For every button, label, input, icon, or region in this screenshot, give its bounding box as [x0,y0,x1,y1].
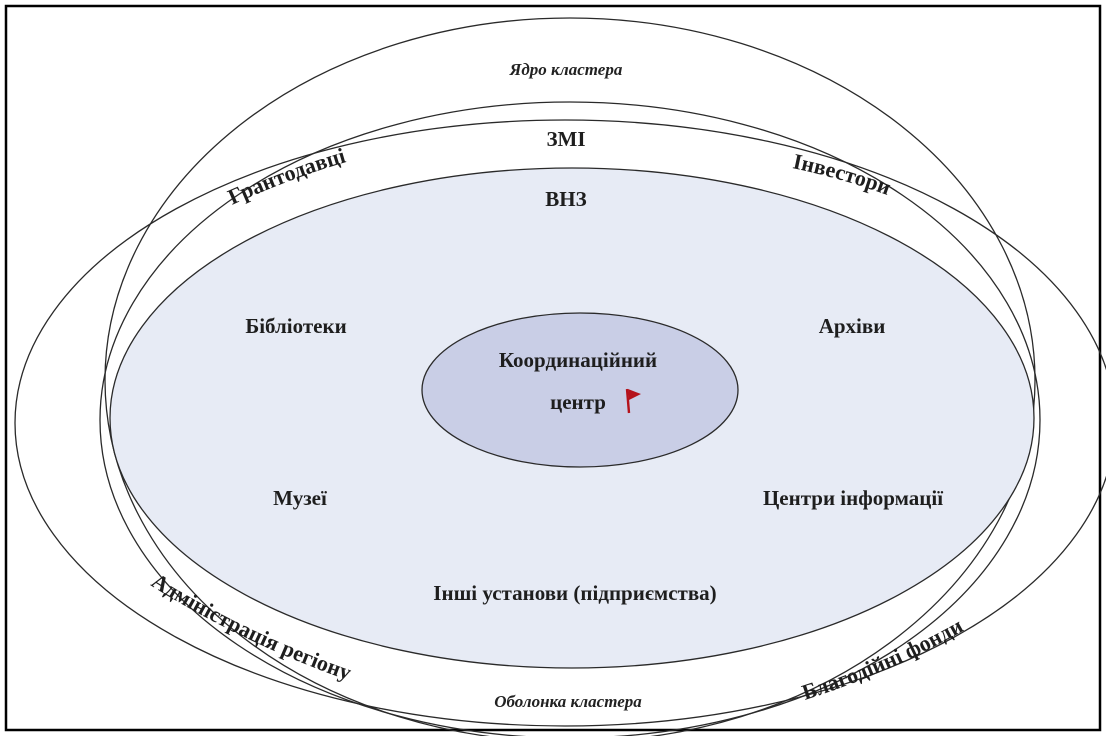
info-centers-label: Центри інформації [763,486,943,510]
flag-icon [625,388,641,414]
center-ellipse [421,312,739,468]
vnz-label: ВНЗ [545,187,586,211]
museums-label: Музеї [273,486,327,510]
middle-ring-ellipse [99,101,1041,736]
core-label: Ядро кластера [509,60,623,79]
center-label-line2: центр [550,390,606,414]
zmi-label: ЗМІ [546,127,585,151]
shell-label: Оболонка кластера [494,692,642,711]
shell-ellipse [14,119,1106,727]
archives-label: Архіви [819,314,886,338]
libraries-label: Бібліотеки [245,314,346,338]
center-label-line1: Координаційний [499,348,657,372]
other-institutions-label: Інші установи (підприємства) [433,581,716,605]
core-ellipse [104,17,1036,736]
